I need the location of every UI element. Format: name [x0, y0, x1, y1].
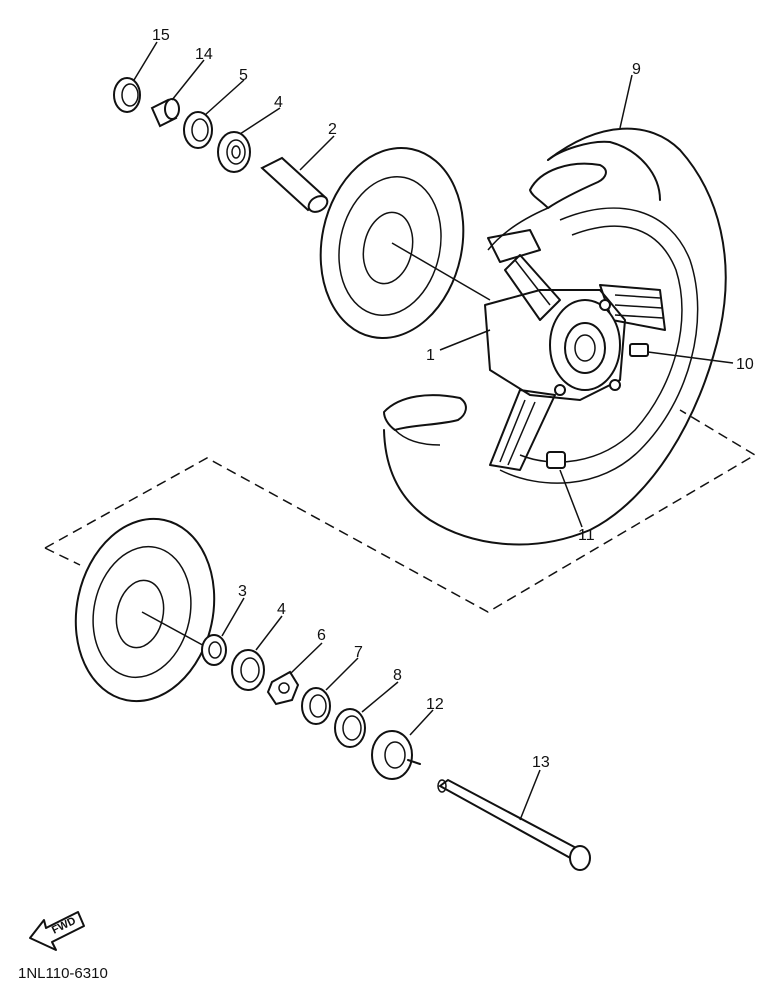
part-5-seal — [183, 111, 213, 149]
part-4-bearing-lower — [231, 649, 265, 691]
callout-2: 2 — [328, 121, 337, 138]
part-6-retainer — [266, 670, 300, 706]
part-3-collar — [201, 634, 227, 666]
callout-3: 3 — [238, 583, 247, 600]
fwd-arrow-icon: FWD — [29, 911, 85, 951]
diagram-part-code: 1NL110-6310 — [18, 965, 108, 982]
callout-6: 6 — [317, 627, 326, 644]
callout-1: 1 — [426, 347, 435, 364]
part-15-seal — [113, 77, 141, 113]
part-4-bearing-upper — [217, 131, 251, 173]
part-8-seal — [334, 708, 366, 748]
part-14-collar — [150, 98, 180, 128]
callout-4-lower: 4 — [277, 601, 286, 618]
callout-leaders — [133, 41, 734, 821]
lower-brake-disc — [74, 517, 216, 703]
part-12-meter-gear-unit — [371, 730, 421, 780]
wheel-assembly — [383, 127, 727, 546]
callout-13: 13 — [532, 754, 550, 771]
part-7-clutch — [301, 687, 331, 725]
fwd-label: FWD — [50, 915, 78, 937]
part-2-spacer — [260, 156, 329, 213]
callout-9: 9 — [632, 61, 641, 78]
callout-15: 15 — [152, 27, 170, 44]
callout-11: 11 — [578, 527, 595, 544]
callout-10: 10 — [736, 356, 754, 373]
callout-4-upper: 4 — [274, 94, 283, 111]
callout-5: 5 — [239, 67, 248, 84]
callout-7: 7 — [354, 644, 363, 661]
part-13-axle — [437, 778, 591, 871]
callout-labels: 15 14 5 4 2 9 1 10 11 3 4 6 7 8 12 13 — [152, 27, 754, 771]
upper-brake-disc — [319, 146, 491, 340]
callout-14: 14 — [195, 46, 213, 63]
callout-8: 8 — [393, 667, 402, 684]
callout-12: 12 — [426, 696, 444, 713]
